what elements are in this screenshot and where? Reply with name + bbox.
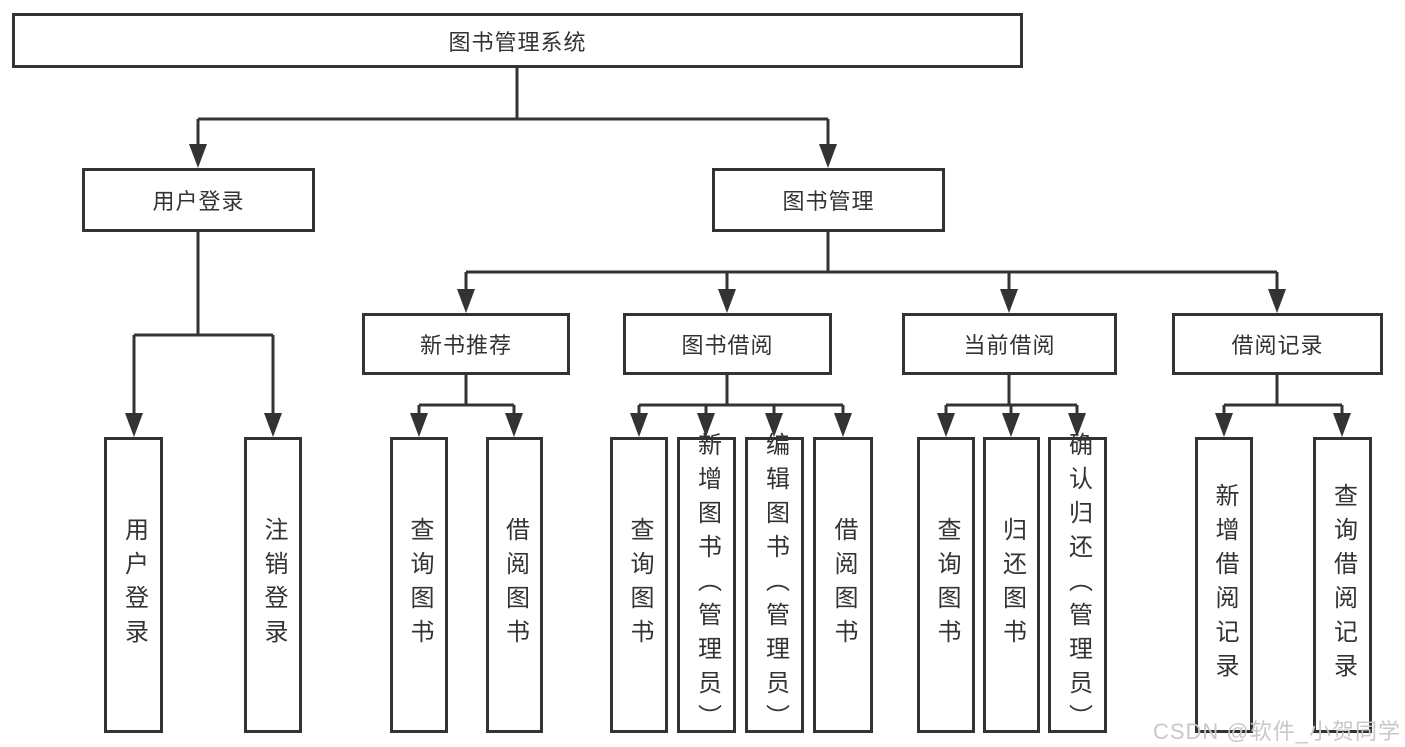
leaf-borrowing-edit-book-admin: 编辑图书（管理员） <box>745 432 804 738</box>
leaf-borrowing-query-book: 查询图书 <box>610 437 668 733</box>
leaf-borrowing-add-book-admin-label: 新增图书（管理员） <box>693 432 721 738</box>
leaf-recommend-borrow-book-label: 借阅图书 <box>501 517 529 653</box>
leaf-recommend-borrow-book: 借阅图书 <box>486 437 543 733</box>
node-user-login: 用户登录 <box>82 168 315 232</box>
node-book-borrowing: 图书借阅 <box>623 313 832 375</box>
node-current-borrowing: 当前借阅 <box>902 313 1117 375</box>
leaf-user-login: 用户登录 <box>104 437 163 733</box>
csdn-watermark: CSDN @软件_小贺同学 <box>1152 719 1401 744</box>
leaf-record-query-label: 查询借阅记录 <box>1329 483 1357 687</box>
node-library-management-system: 图书管理系统 <box>12 13 1023 68</box>
leaf-logout-label: 注销登录 <box>260 517 287 653</box>
leaf-recommend-query-book: 查询图书 <box>390 437 448 733</box>
leaf-record-query: 查询借阅记录 <box>1313 437 1372 733</box>
node-new-book-recommend: 新书推荐 <box>362 313 570 375</box>
leaf-current-query-book: 查询图书 <box>917 437 975 733</box>
leaf-record-add-label: 新增借阅记录 <box>1211 483 1238 687</box>
leaf-current-query-book-label: 查询图书 <box>933 517 960 653</box>
leaf-current-confirm-return-admin-label: 确认归还（管理员） <box>1064 432 1092 738</box>
leaf-borrowing-add-book-admin: 新增图书（管理员） <box>677 432 736 738</box>
leaf-borrowing-query-book-label: 查询图书 <box>626 517 653 653</box>
leaf-borrowing-edit-book-admin-label: 编辑图书（管理员） <box>761 432 789 738</box>
leaf-current-return-book: 归还图书 <box>983 437 1040 733</box>
leaf-recommend-query-book-label: 查询图书 <box>406 517 433 653</box>
leaf-borrowing-borrow-book: 借阅图书 <box>813 437 873 733</box>
node-borrow-records: 借阅记录 <box>1172 313 1383 375</box>
node-book-management: 图书管理 <box>712 168 945 232</box>
leaf-current-confirm-return-admin: 确认归还（管理员） <box>1048 432 1107 738</box>
leaf-record-add: 新增借阅记录 <box>1195 437 1253 733</box>
leaf-borrowing-borrow-book-label: 借阅图书 <box>830 517 857 653</box>
leaf-current-return-book-label: 归还图书 <box>998 517 1026 653</box>
leaf-user-login-label: 用户登录 <box>120 517 148 653</box>
leaf-logout: 注销登录 <box>244 437 302 733</box>
